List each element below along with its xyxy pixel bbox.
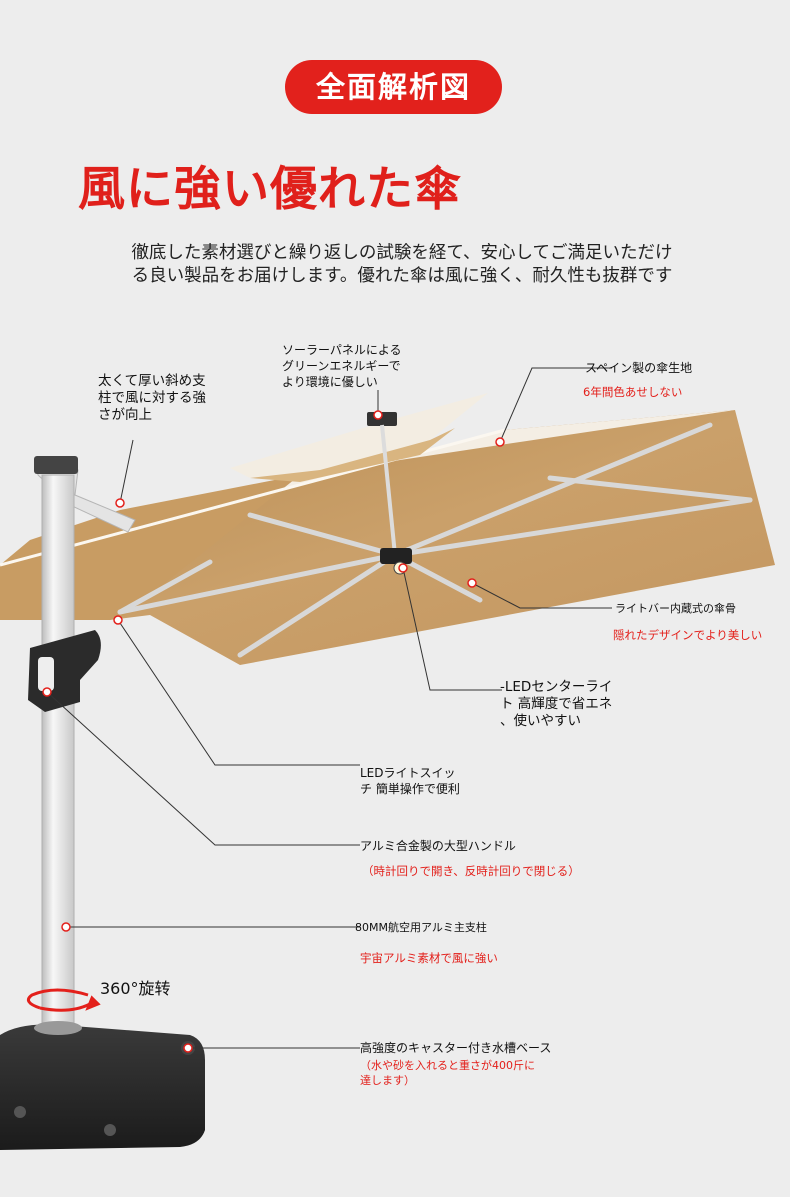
umbrella-ribs xyxy=(117,422,753,658)
crank-handle xyxy=(28,630,101,712)
callout-dots xyxy=(42,410,505,1053)
rotation-arrow-icon xyxy=(26,988,101,1012)
callout-line: さが向上 xyxy=(98,407,152,423)
water-tank-base xyxy=(0,1021,205,1150)
callout-line: 達します） xyxy=(360,1074,415,1087)
callout-line: より環境に優しい xyxy=(282,375,378,389)
callout-line: 、使いやすい xyxy=(500,713,581,729)
callout-line: ト 高輝度で省エネ xyxy=(500,696,613,712)
callout-line: 太くて厚い斜め支 xyxy=(98,373,206,389)
callout-handle-title: アルミ合金製の大型ハンドル xyxy=(360,839,516,853)
callout-fabric-note: 6年間色あせしない xyxy=(583,385,683,399)
callout-line: ソーラーパネルによる xyxy=(282,343,402,357)
callout-line: （水や砂を入れると重さが400斤に xyxy=(360,1059,535,1072)
callout-pole-title: 80MM航空用アルミ主支柱 xyxy=(355,921,487,934)
callout-switch: LEDライトスイッ チ 簡単操作で便利 xyxy=(360,765,460,797)
callout-line: 柱で風に対する強 xyxy=(98,390,206,406)
callout-lightbar-note: 隠れたデザインでより美しい xyxy=(613,628,763,642)
callout-base-note: （水や砂を入れると重さが400斤に 達します） xyxy=(360,1058,535,1088)
intro-line: る良い製品をお届けします。優れた傘は風に強く、耐久性も抜群です xyxy=(131,266,673,286)
main-pole xyxy=(41,474,75,1031)
callout-line: グリーンエネルギーで xyxy=(282,359,401,373)
intro-line: 徹底した素材選びと繰り返しの試験を経て、安心してご満足いただけ xyxy=(131,243,673,263)
section-badge: 全面解析図 xyxy=(285,60,502,114)
callout-line: LEDライトスイッ xyxy=(360,766,456,780)
rotation-label: 360°旋转 xyxy=(100,979,171,998)
callout-fabric-title: スペイン製の傘生地 xyxy=(585,361,693,375)
callout-center-light: -LEDセンターライ ト 高輝度で省エネ 、使いやすい xyxy=(500,679,612,730)
callout-lines xyxy=(46,367,612,1049)
intro-text: 徹底した素材選びと繰り返しの試験を経て、安心してご満足いただけ る良い製品をお届… xyxy=(72,242,732,288)
callout-solar: ソーラーパネルによる グリーンエネルギーで より環境に優しい xyxy=(282,342,402,390)
callout-base-title: 高強度のキャスター付き水槽ベース xyxy=(360,1041,552,1055)
callout-line: -LEDセンターライ xyxy=(500,679,613,695)
callout-line: チ 簡単操作で便利 xyxy=(360,782,460,796)
callout-pole-note: 宇宙アルミ素材で風に強い xyxy=(360,951,498,965)
page-title: 風に強い優れた傘 xyxy=(78,162,462,217)
callout-lightbar-title: ライトバー内蔵式の傘骨 xyxy=(615,602,736,615)
callout-handle-note: （時計回りで開き、反時計回りで閉じる） xyxy=(362,864,580,878)
callout-pole-support: 太くて厚い斜め支 柱で風に対する強 さが向上 xyxy=(98,373,206,424)
